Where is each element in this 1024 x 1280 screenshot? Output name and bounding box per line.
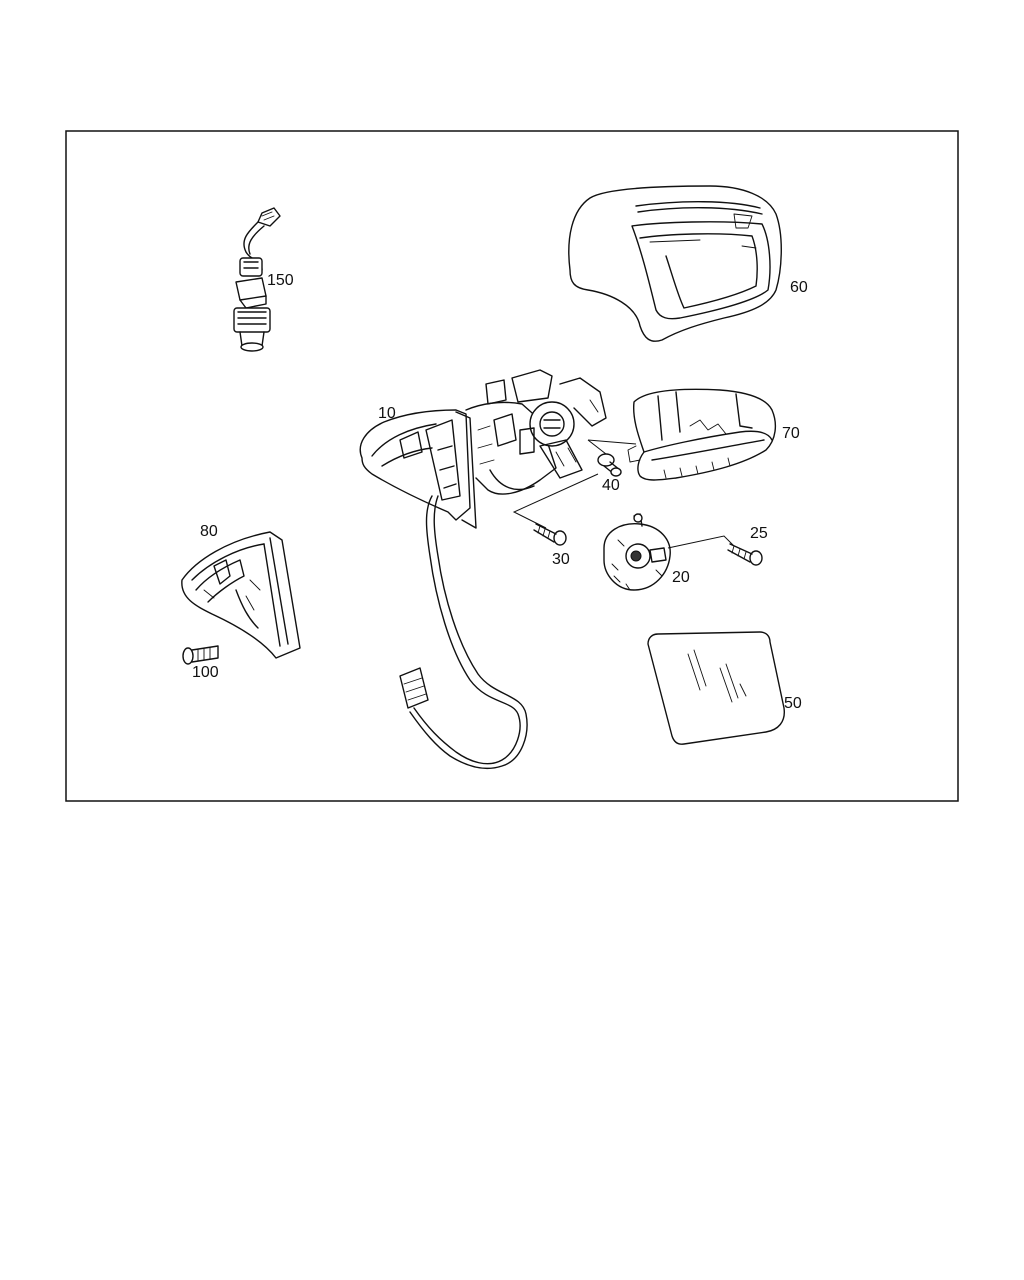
part-10-cable [399,495,528,770]
part-40-screw[interactable] [597,453,622,477]
part-20-adjust-motor[interactable] [603,513,671,591]
diagram-frame [65,130,959,802]
label-30: 30 [552,551,570,568]
part-30-screw[interactable] [533,523,567,546]
part-80-cover-piece[interactable] [181,531,301,659]
part-50-mirror-glass[interactable] [647,631,785,745]
label-50: 50 [784,695,802,712]
label-80: 80 [200,523,218,540]
label-150: 150 [267,272,294,289]
part-70-inner-frame[interactable] [627,388,777,481]
leader-lines [512,439,735,549]
label-100: 100 [192,664,219,681]
label-40: 40 [602,477,620,494]
part-labels: 10 20 25 30 40 50 60 70 80 100 150 [192,272,808,712]
label-70: 70 [782,425,800,442]
part-25-screw[interactable] [727,543,763,566]
part-100-screw[interactable] [182,645,219,665]
part-150-wiring-connector[interactable] [233,207,281,352]
label-20: 20 [672,569,690,586]
label-10: 10 [378,405,396,422]
label-60: 60 [790,279,808,296]
label-25: 25 [750,525,768,542]
part-10-mirror-base-assembly[interactable] [359,369,607,529]
part-60-mirror-housing[interactable] [568,185,782,342]
